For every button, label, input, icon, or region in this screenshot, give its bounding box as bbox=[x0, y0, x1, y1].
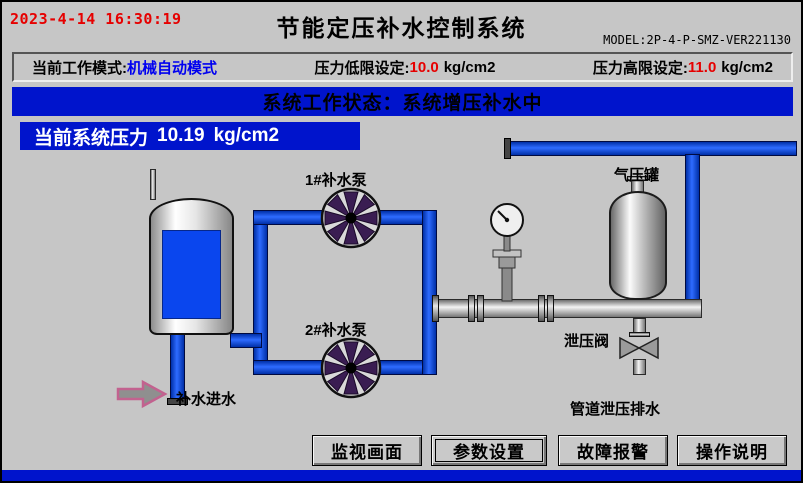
pipe-inlet-cap bbox=[167, 398, 188, 405]
inlet-arrow-icon bbox=[116, 379, 168, 409]
pipe-supply-down bbox=[685, 154, 700, 302]
pipe-loop-right bbox=[422, 210, 437, 375]
flange bbox=[432, 295, 439, 322]
work-mode-value: 机械自动模式 bbox=[127, 59, 218, 77]
pressure-label: 当前系统压力 bbox=[34, 127, 149, 149]
page-title: 节能定压补水控制系统 bbox=[276, 15, 527, 41]
water-level bbox=[162, 230, 221, 319]
relief-valve-label: 泄压阀 bbox=[564, 333, 610, 350]
pump2-label: 2#补水泵 bbox=[305, 322, 367, 339]
bottom-strip bbox=[2, 470, 801, 481]
water-tank bbox=[149, 198, 234, 335]
pump1-label: 1#补水泵 bbox=[305, 172, 367, 189]
pipe-supply-cap bbox=[504, 138, 511, 159]
pipe-supply-top bbox=[507, 141, 797, 156]
fault-alarm-button[interactable]: 故障报警 bbox=[558, 435, 668, 466]
relief-flange bbox=[629, 332, 650, 337]
pressure-value: 10.19 bbox=[157, 125, 205, 146]
parameter-settings-button[interactable]: 参数设置 bbox=[431, 435, 547, 466]
high-limit-group: 压力高限设定: 11.0 kg/cm2 bbox=[593, 57, 773, 78]
low-limit-label: 压力低限设定: bbox=[314, 59, 410, 77]
monitor-screen-button[interactable]: 监视画面 bbox=[312, 435, 422, 466]
relief-valve-icon bbox=[619, 336, 659, 360]
pump1-icon bbox=[320, 187, 382, 249]
inlet-label: 补水进水 bbox=[176, 391, 237, 408]
pump2-icon bbox=[320, 337, 382, 399]
flange bbox=[538, 295, 545, 322]
settings-bar: 当前工作模式: 机械自动模式 压力低限设定: 10.0 kg/cm2 压力高限设… bbox=[12, 52, 793, 82]
tank-top-pipe bbox=[150, 169, 156, 200]
flange bbox=[547, 295, 554, 322]
model-label: MODEL:2P-4-P-SMZ-VER221130 bbox=[603, 33, 791, 47]
low-limit-unit: kg/cm2 bbox=[443, 58, 496, 76]
operation-guide-button[interactable]: 操作说明 bbox=[677, 435, 787, 466]
air-pressure-tank bbox=[609, 191, 667, 300]
work-mode-group: 当前工作模式: 机械自动模式 bbox=[32, 57, 217, 78]
datetime: 2023-4-14 16:30:19 bbox=[10, 10, 182, 28]
high-limit-label: 压力高限设定: bbox=[592, 59, 688, 77]
system-status-banner: 系统工作状态：系统增压补水中 bbox=[12, 87, 793, 116]
low-limit-value: 10.0 bbox=[409, 58, 439, 76]
flange bbox=[468, 295, 475, 322]
low-limit-group: 压力低限设定: 10.0 kg/cm2 bbox=[315, 57, 496, 78]
pipe-tank-outlet bbox=[230, 333, 262, 348]
pressure-gauge-icon bbox=[490, 203, 524, 302]
work-mode-label: 当前工作模式: bbox=[32, 59, 127, 77]
pressure-unit: kg/cm2 bbox=[213, 125, 280, 146]
high-limit-value: 11.0 bbox=[687, 58, 717, 76]
air-tank-label: 气压罐 bbox=[614, 167, 660, 184]
high-limit-unit: kg/cm2 bbox=[721, 58, 773, 76]
flange bbox=[477, 295, 484, 322]
current-pressure-banner: 当前系统压力 10.19 kg/cm2 bbox=[20, 122, 360, 150]
pipe-loop-left bbox=[253, 210, 268, 375]
relief-stub-bottom bbox=[633, 359, 646, 375]
drain-label: 管道泄压排水 bbox=[570, 401, 661, 418]
